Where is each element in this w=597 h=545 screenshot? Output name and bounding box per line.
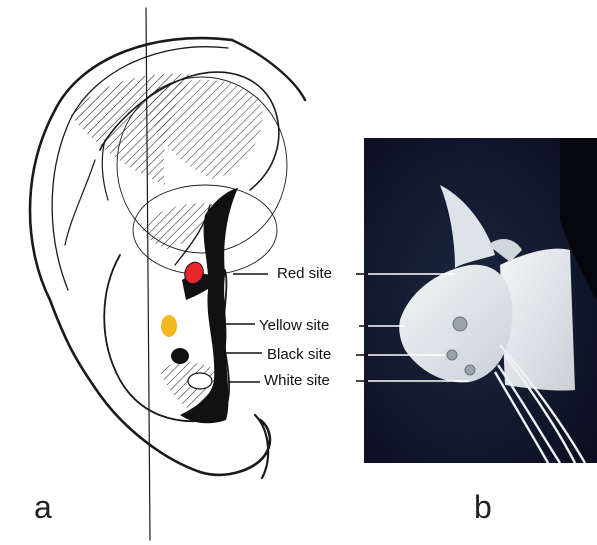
white-site-dot [188, 373, 212, 389]
panel-b-letter: b [474, 490, 492, 524]
hatched-regions [70, 74, 263, 410]
yellow-site-dot [161, 315, 177, 337]
black-site-label: Black site [267, 346, 331, 364]
black-site-dot [171, 348, 189, 364]
yellow-site-label: Yellow site [259, 317, 329, 335]
panel-a-letter: a [34, 490, 52, 524]
red-site-label: Red site [277, 265, 332, 283]
white-site-label: White site [264, 372, 330, 390]
